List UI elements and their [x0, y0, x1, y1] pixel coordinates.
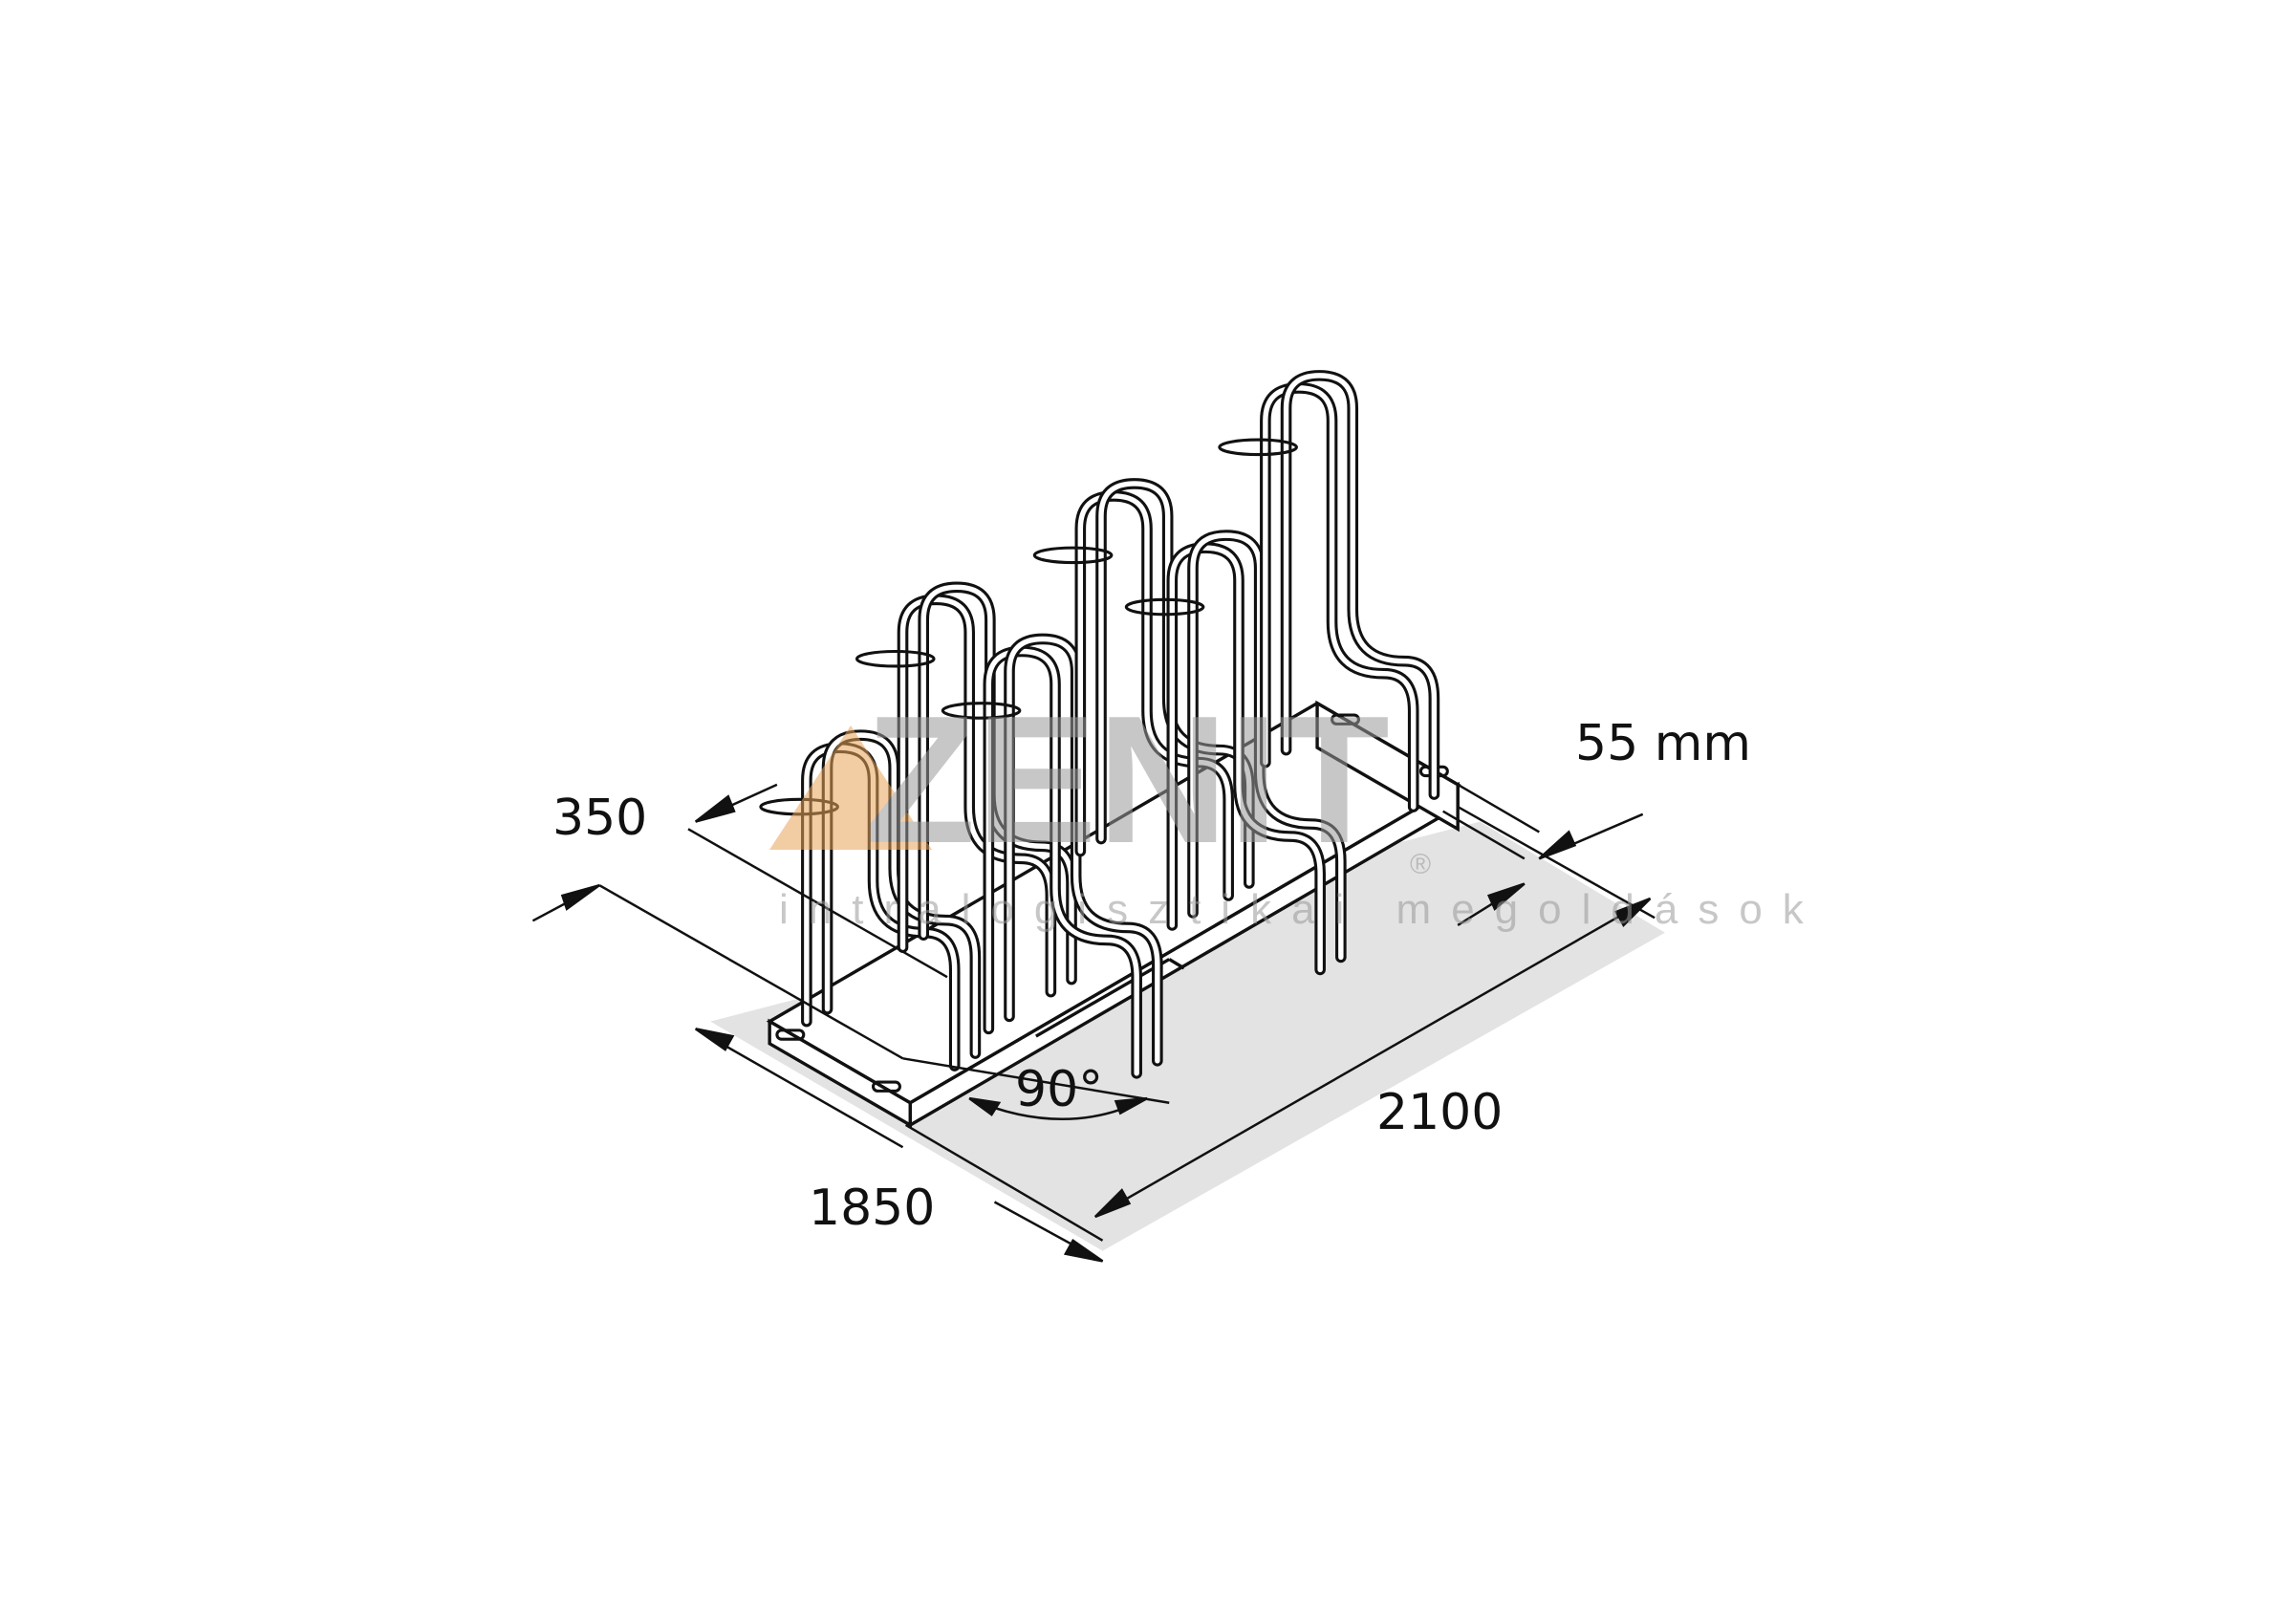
hoop-tube — [1283, 373, 1438, 797]
watermark-tagline: intralogisztikai megoldások — [779, 886, 1824, 933]
watermark-registered: ® — [1410, 849, 1432, 880]
wheel-guide — [1032, 546, 1114, 565]
wheel-guide — [855, 649, 936, 668]
dimension-depth-label: 350 — [552, 790, 648, 847]
hoop-tube — [1006, 636, 1160, 1064]
wheel-guide — [1124, 597, 1205, 617]
watermark-brand: ZENIT — [865, 679, 1390, 881]
dimension-width-label: 1850 — [809, 1180, 936, 1237]
hoop-tube — [899, 596, 1054, 995]
dimension-gap-label: 55 mm — [1575, 715, 1752, 772]
dimension-angle-label: 90° — [1015, 1061, 1104, 1118]
hoop-tube — [1263, 385, 1417, 810]
hoop-tube — [985, 648, 1139, 1076]
hoop-tube — [1077, 493, 1231, 899]
dimension-lines — [531, 783, 1656, 1263]
floor-shadow — [710, 821, 1665, 1251]
wheel-guide — [941, 702, 1022, 720]
bike-hoops — [759, 370, 1440, 1079]
wheel-guide — [1218, 438, 1298, 457]
dimension-length-label: 2100 — [1376, 1084, 1504, 1141]
hoop-tube — [1190, 532, 1344, 961]
hoop-tube — [1169, 545, 1323, 973]
watermark-arrow-icon — [769, 725, 932, 850]
